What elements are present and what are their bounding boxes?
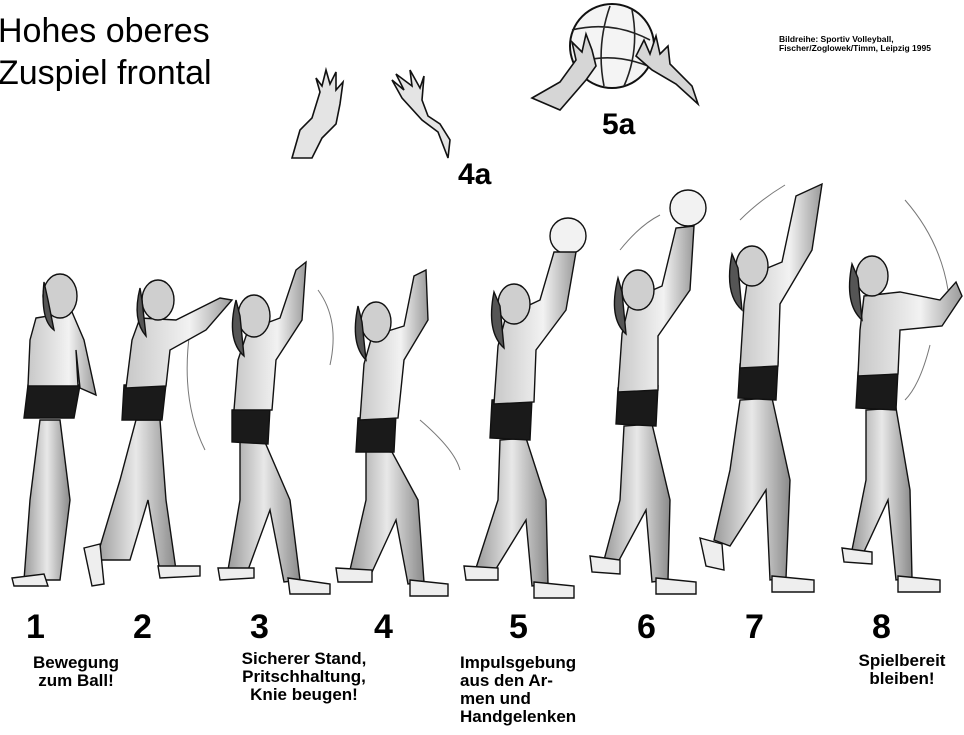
phase-number-5: 5 bbox=[509, 610, 528, 644]
phase-number-6: 6 bbox=[637, 610, 656, 644]
player-phase-1 bbox=[12, 274, 96, 586]
phase-caption-5: Impulsgebung aus den Ar- men und Handgel… bbox=[460, 654, 620, 726]
phase-number-1: 1 bbox=[26, 610, 45, 644]
player-phase-4 bbox=[336, 270, 448, 596]
detail-hands-4a bbox=[292, 70, 450, 158]
player-phase-2 bbox=[84, 280, 232, 586]
phase-caption-3: Sicherer Stand, Pritschhaltung, Knie beu… bbox=[218, 650, 390, 704]
player-phase-3 bbox=[218, 262, 330, 594]
phase-caption-1: Bewegung zum Ball! bbox=[16, 654, 136, 690]
player-phase-8 bbox=[842, 256, 962, 592]
player-phase-5 bbox=[464, 218, 586, 598]
player-phase-7 bbox=[700, 184, 822, 592]
detail-label-4a: 4a bbox=[458, 160, 491, 190]
player-phase-6 bbox=[590, 190, 706, 594]
phase-number-4: 4 bbox=[374, 610, 393, 644]
detail-label-5a: 5a bbox=[602, 110, 635, 140]
phase-number-8: 8 bbox=[872, 610, 891, 644]
phase-number-3: 3 bbox=[250, 610, 269, 644]
detail-ball-hands-5a bbox=[532, 4, 698, 110]
phase-number-2: 2 bbox=[133, 610, 152, 644]
phase-caption-8: Spielbereit bleiben! bbox=[842, 652, 962, 688]
phase-number-7: 7 bbox=[745, 610, 764, 644]
